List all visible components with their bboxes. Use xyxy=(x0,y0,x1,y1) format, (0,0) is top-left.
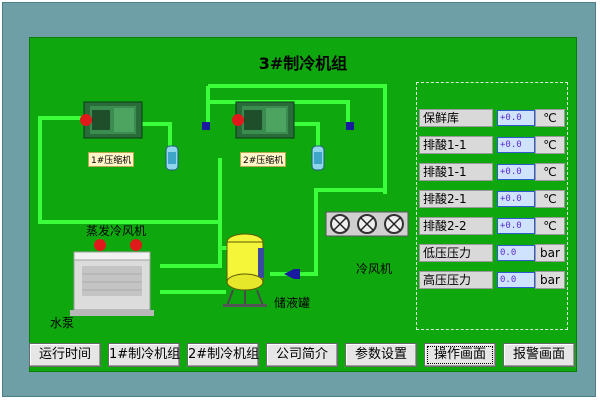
reading-value: +0.0 xyxy=(497,137,535,153)
reading-value: +0.0 xyxy=(497,110,535,126)
reading-row: 低压压力 0.0 bar xyxy=(417,244,567,264)
compressor-1-label: 1#压缩机 xyxy=(88,152,135,167)
compressor-1-icon xyxy=(80,101,143,139)
pipe-suction-left xyxy=(38,116,222,224)
nav-operation-button[interactable]: 操作画面 xyxy=(424,343,496,367)
reading-label: 排酸2-2 xyxy=(419,217,493,235)
evaporative-condenser-icon xyxy=(70,239,154,316)
reading-unit: ℃ xyxy=(535,190,565,208)
reading-unit: ℃ xyxy=(535,136,565,154)
condenser-label: 蒸发冷风机 xyxy=(86,224,147,238)
refrigeration-diagram xyxy=(38,84,409,316)
reading-row: 排酸2-1 +0.0 ℃ xyxy=(417,190,567,210)
compressor-2-icon xyxy=(232,101,295,139)
air-cooler-label: 冷风机 xyxy=(356,262,393,276)
compressor-2-label: 2#压缩机 xyxy=(240,152,287,167)
nav-unit1-button[interactable]: 1#制冷机组 xyxy=(108,343,180,367)
oil-separator-2-icon xyxy=(311,145,325,171)
pipe-to-condenser xyxy=(160,222,222,268)
nav-runtime-button[interactable]: 运行时间 xyxy=(29,343,101,367)
reading-label: 高压压力 xyxy=(419,271,493,289)
hmi-panel: 3#制冷机组 1#压缩机 2#压缩机 蒸发冷风机 水泵 储液罐 冷风机 保鲜库 … xyxy=(29,37,577,372)
window-frame: 3#制冷机组 1#压缩机 2#压缩机 蒸发冷风机 水泵 储液罐 冷风机 保鲜库 … xyxy=(2,2,596,397)
reading-label: 排酸2-1 xyxy=(419,190,493,208)
valve-icon xyxy=(202,122,210,130)
valve-icon xyxy=(294,269,300,279)
reading-unit: bar xyxy=(535,271,565,289)
valve-icon xyxy=(284,269,294,279)
reading-value: 0.0 xyxy=(497,245,535,261)
reading-value: 0.0 xyxy=(497,272,535,288)
reading-row: 排酸1-1 +0.0 ℃ xyxy=(417,136,567,156)
reading-label: 排酸1-1 xyxy=(419,163,493,181)
reading-label: 保鲜库 xyxy=(419,109,493,127)
reading-unit: ℃ xyxy=(535,163,565,181)
reading-row: 排酸2-2 +0.0 ℃ xyxy=(417,217,567,237)
page-title: 3#制冷机组 xyxy=(258,54,348,73)
reading-unit: ℃ xyxy=(535,217,565,235)
nav-unit2-button[interactable]: 2#制冷机组 xyxy=(187,343,259,367)
receiver-label: 储液罐 xyxy=(274,296,311,310)
nav-alarm-button[interactable]: 报警画面 xyxy=(503,343,575,367)
receiver-tank-icon xyxy=(223,233,267,307)
valve-icon xyxy=(346,122,354,130)
nav-company-button[interactable]: 公司简介 xyxy=(266,343,338,367)
reading-value: +0.0 xyxy=(497,218,535,234)
oil-separator-1-icon xyxy=(165,145,179,171)
reading-label: 排酸1-1 xyxy=(419,136,493,154)
readings-panel: 保鲜库 +0.0 ℃ 排酸1-1 +0.0 ℃ 排酸1-1 +0.0 ℃ 排酸2… xyxy=(416,82,568,330)
reading-label: 低压压力 xyxy=(419,244,493,262)
reading-unit: bar xyxy=(535,244,565,262)
pipe-comp1-separator xyxy=(140,122,172,148)
reading-unit: ℃ xyxy=(535,109,565,127)
reading-value: +0.0 xyxy=(497,164,535,180)
reading-row: 高压压力 0.0 bar xyxy=(417,271,567,291)
nav-settings-button[interactable]: 参数设置 xyxy=(345,343,417,367)
water-pump-label: 水泵 xyxy=(50,316,75,330)
reading-value: +0.0 xyxy=(497,191,535,207)
valves xyxy=(202,122,354,279)
nav-bar: 运行时间 1#制冷机组 2#制冷机组 公司简介 参数设置 操作画面 报警画面 xyxy=(29,343,577,367)
pipe-comp2-separator xyxy=(292,122,320,148)
reading-row: 排酸1-1 +0.0 ℃ xyxy=(417,163,567,183)
pipe-discharge-top xyxy=(208,84,387,194)
reading-row: 保鲜库 +0.0 ℃ xyxy=(417,109,567,129)
air-cooler-icon xyxy=(325,211,409,237)
